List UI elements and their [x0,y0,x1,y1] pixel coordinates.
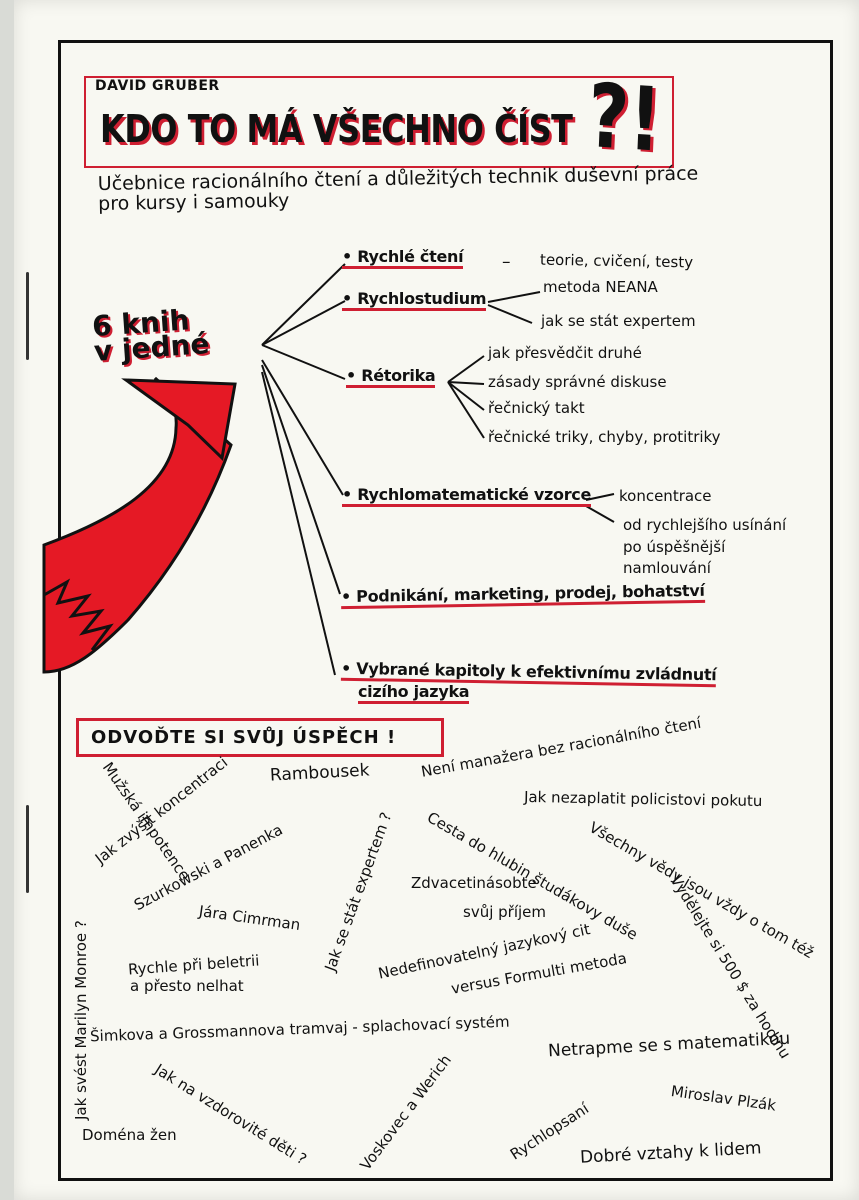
bottom-staple [26,805,29,893]
topic-rychlostudium-neana: metoda NEANA [543,278,658,296]
phrase-domena-zen: Doména žen [82,1126,177,1144]
author-name: DAVID GRUBER [95,78,226,94]
topic-vzorce-usinani: od rychlejšího usínání [623,516,787,534]
books-suffix-text: v jedné [92,327,211,369]
odvodte-headline: ODVOĎTE SI SVŮJ ÚSPĚCH ! [76,718,444,757]
topic-vzorce-koncentrace: koncentrace [619,487,712,505]
topic-rychle-cteni: • Rychlé čtení [342,249,464,269]
topic-cizi-jazyk-line-2: cizího jazyka [358,684,470,704]
phrase-svuj-prijem: svůj příjem [463,903,546,921]
phrase-presto-nelhat: a přesto nelhat [130,977,244,995]
title-box [84,76,674,168]
phrase-nezaplatit-pokutu: Jak nezaplatit policistovi pokutu [523,787,763,811]
topic-rychle-cteni-detail: teorie, cvičení, testy [539,250,694,272]
top-staple [26,272,29,360]
topic-rychlomatematicke-vzorce: • Rychlomatematické vzorce [342,487,591,507]
topic-retorika-detail-3: řečnický takt [488,399,585,417]
title-question-exclamation-marks: ?! [586,64,664,172]
topic-vzorce-uspesnejsi: po úspěšnější [623,538,726,556]
topic-vzorce-namlouvani: namlouvání [623,559,711,577]
topic-retorika-detail-4: řečnické triky, chyby, protitriky [488,428,721,446]
topic-retorika-detail-2: zásady správné diskuse [488,373,667,391]
six-books-label: 6 knih v jedné [91,303,211,369]
phrase-marilyn-monroe: Jak svést Marilyn Monroe ? [72,920,90,1120]
phrase-zdvacetinasobte: Zdvacetinásobte [411,874,537,892]
main-title: KDO TO MÁ VŠECHNO ČÍST [100,107,573,151]
topic-rychle-cteni-dash: – [502,252,511,272]
topic-retorika-detail-1: jak přesvědčit druhé [488,344,642,362]
topic-retorika: • Rétorika [346,368,436,388]
topic-rychlostudium-expert: jak se stát expertem [541,312,696,330]
topic-rychlostudium: • Rychlostudium [342,291,487,311]
